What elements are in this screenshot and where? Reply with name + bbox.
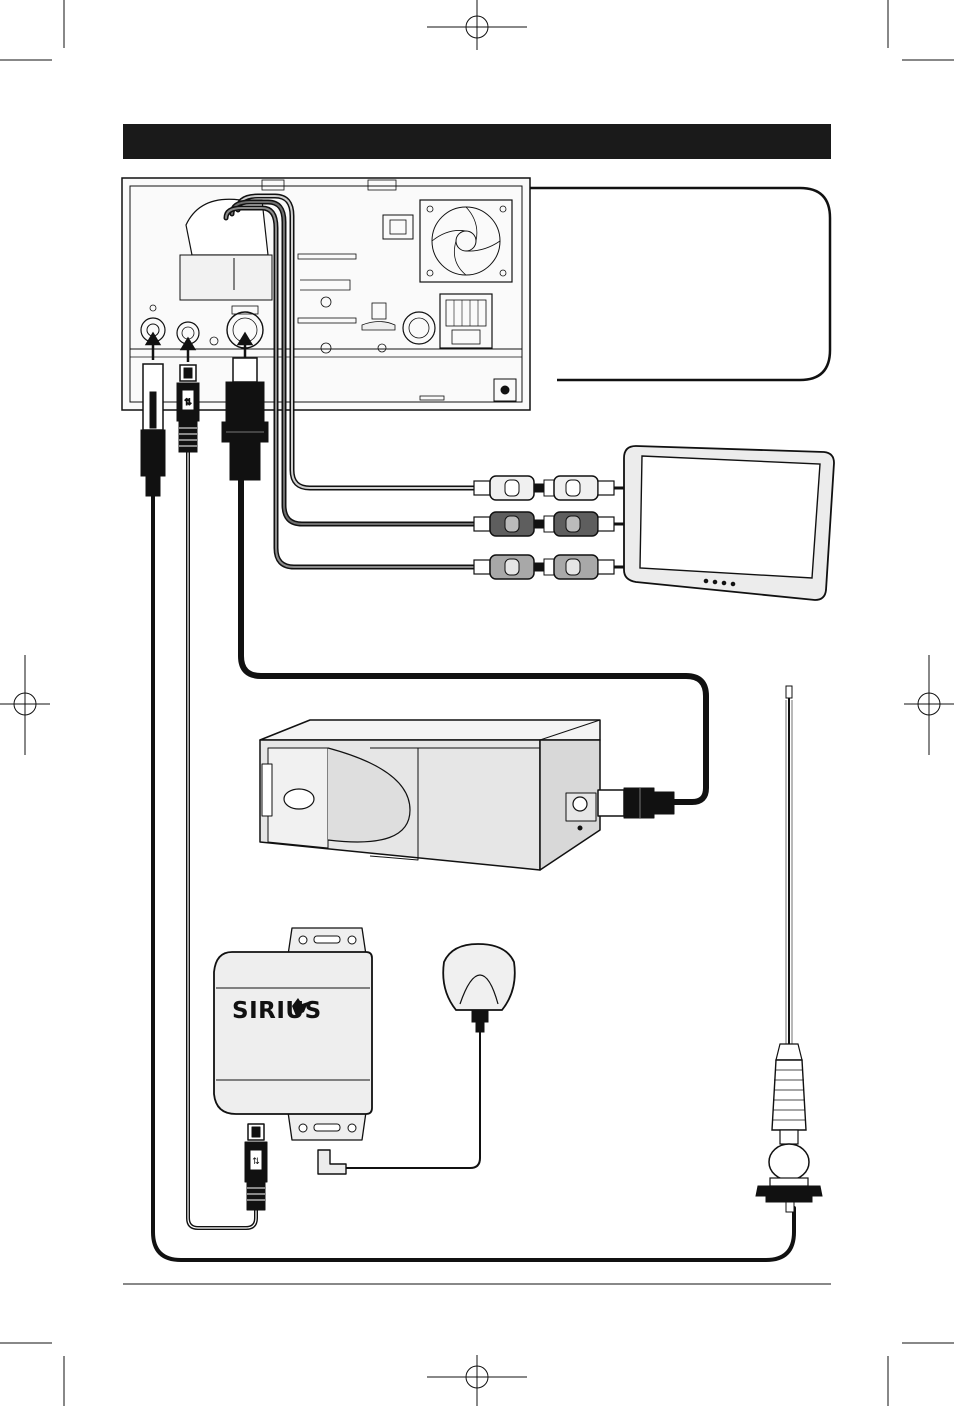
rca-connectors	[474, 476, 628, 579]
sirius-data-plug-head: ⇅	[177, 365, 199, 452]
sirius-brand-logo: SIRIUS	[232, 998, 322, 1024]
svg-text:⇅: ⇅	[252, 1157, 260, 1167]
svg-text:⇅: ⇅	[184, 398, 192, 408]
am-fm-antenna	[756, 686, 822, 1212]
fm-antenna-plug	[141, 364, 165, 496]
cd-changer	[260, 720, 674, 870]
registration-mark-top	[427, 0, 527, 50]
sirius-antenna	[443, 944, 515, 1032]
registration-mark-bottom	[427, 1355, 527, 1406]
video-monitor	[624, 446, 834, 600]
registration-mark-left	[0, 655, 50, 755]
registration-mark-right	[904, 655, 954, 755]
header-bar	[123, 124, 831, 159]
